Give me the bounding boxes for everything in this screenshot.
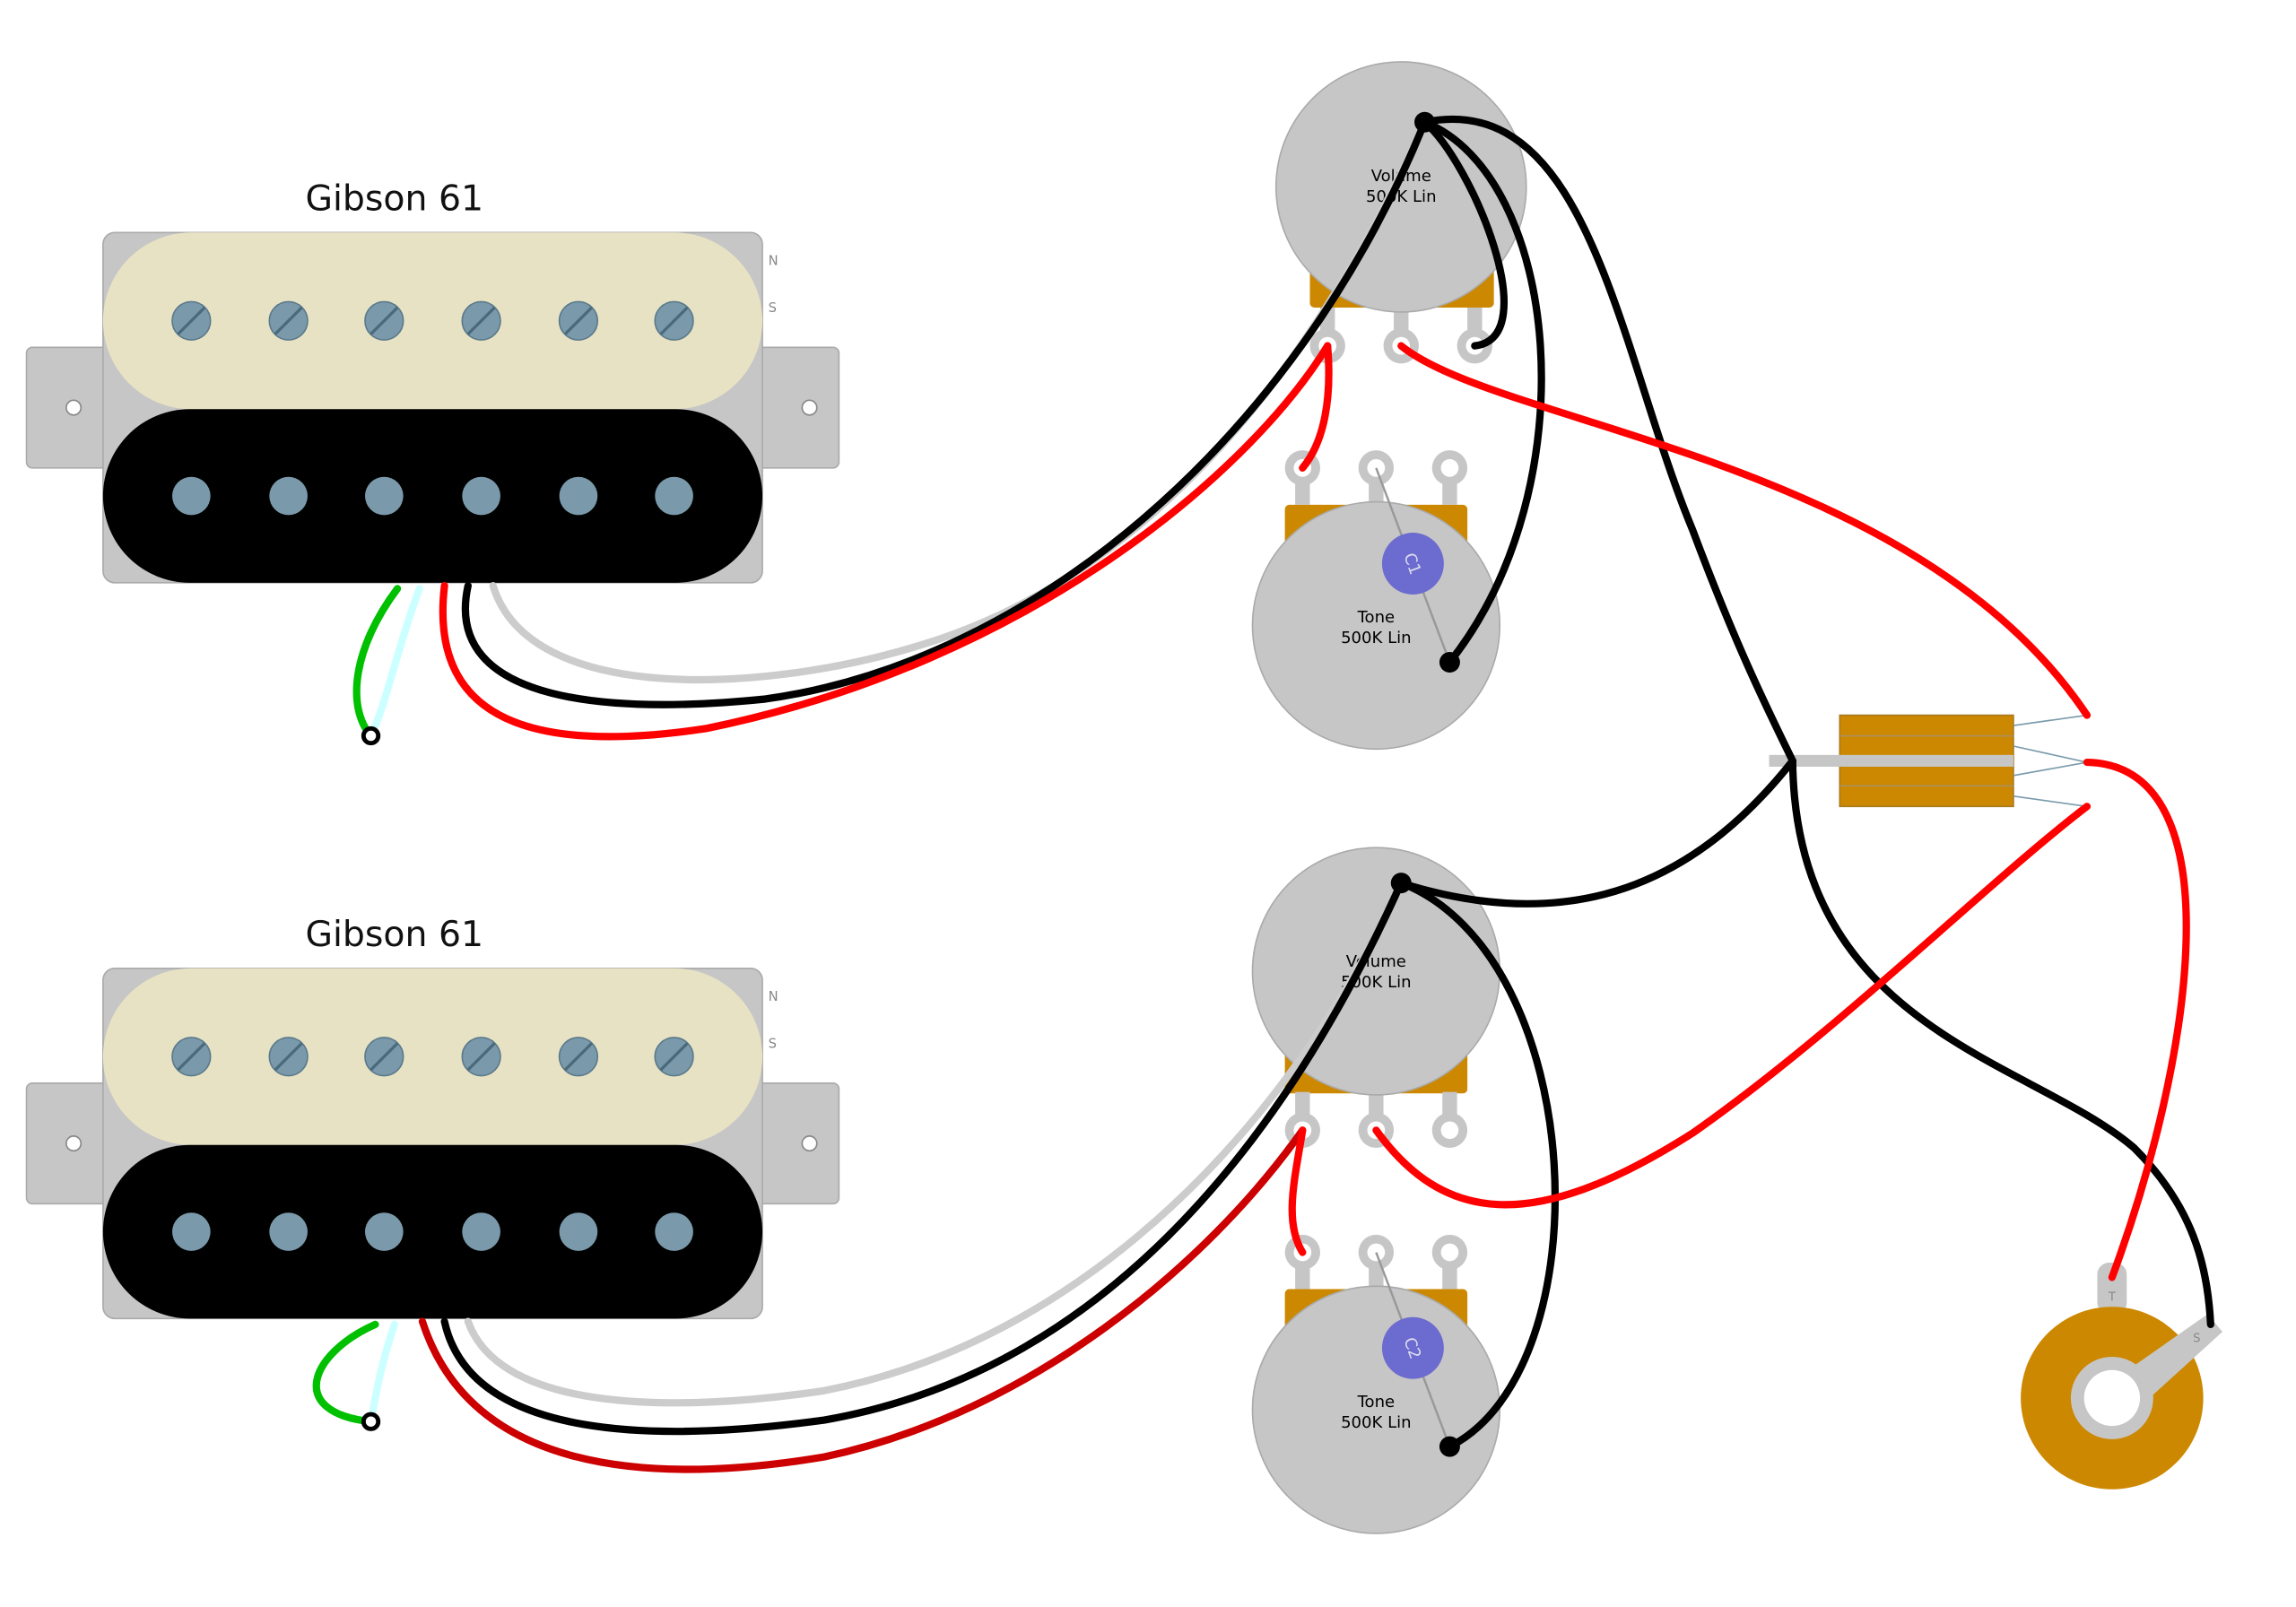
wire-black [1421, 118, 1509, 350]
pot-value: 500K Lin [1366, 187, 1437, 206]
slug-pole [172, 476, 211, 516]
screw-slot [177, 1042, 206, 1072]
tip-lug [2097, 1263, 2127, 1315]
ground-junction [361, 1412, 381, 1431]
jack-hole [2083, 1369, 2141, 1427]
south-label: S [769, 1036, 777, 1051]
solder-joint [1439, 651, 1460, 673]
pickup-title: Gibson 61 [305, 914, 483, 955]
wire-black [1397, 757, 1796, 908]
screw-hole [65, 1135, 83, 1152]
pot-label: Tone [1357, 608, 1396, 627]
wire-black [1788, 757, 2214, 1329]
wire-cyan [367, 1320, 398, 1426]
slug-pole [269, 1212, 308, 1251]
screw-slot [659, 1042, 689, 1072]
solder-joint [1390, 873, 1412, 894]
lug-hole [1440, 459, 1459, 477]
wire-cyan [367, 585, 423, 740]
wire-red [1288, 1126, 1307, 1256]
wire-bare [464, 879, 1405, 1407]
black-bobbin [102, 1144, 763, 1319]
cream-bobbin [102, 232, 763, 410]
wire-green [312, 1320, 379, 1426]
screw-hole [65, 399, 83, 416]
pot-label: Tone [1357, 1393, 1396, 1412]
pot-value: 500K Lin [1341, 1413, 1412, 1432]
slug-pole [269, 476, 308, 516]
volume-pot-2[interactable]: Volume 500K Lin [1251, 847, 1501, 1148]
capacitor-c2 [1381, 1316, 1444, 1379]
slug-pole [462, 1212, 500, 1251]
screw-hole [801, 399, 818, 416]
volume-pot-1[interactable]: Volume 500K Lin [1274, 61, 1527, 364]
cream-bobbin [102, 968, 763, 1145]
slug-pole [655, 1212, 693, 1251]
wire-red [1372, 803, 2092, 1209]
wire-red [1397, 342, 2092, 719]
slug-pole [364, 476, 404, 516]
capacitor-c1 [1381, 533, 1444, 595]
screw-hole [801, 1135, 818, 1152]
pickup-title: Gibson 61 [305, 178, 483, 220]
screw-slot [563, 306, 593, 335]
south-label: S [769, 300, 777, 316]
wire-black [1397, 879, 1559, 1451]
tone-pot-1[interactable]: Tone 500K Lin C1 [1251, 450, 1501, 751]
screw-slot [659, 306, 689, 335]
tip-label: T [2108, 1291, 2117, 1305]
black-bobbin [102, 409, 763, 583]
screw-slot [370, 306, 399, 335]
wires [312, 111, 2214, 1473]
screw-slot [177, 306, 206, 335]
slug-pole [172, 1212, 211, 1251]
wire-black [462, 118, 1429, 708]
north-label: N [769, 989, 778, 1004]
sleeve-label: S [2193, 1333, 2200, 1346]
pickup-bridge: Gibson 61 N S [25, 914, 840, 1320]
pickup-neck: Gibson 61 N S [25, 178, 840, 584]
screw-slot [274, 306, 303, 335]
solder-joint [1414, 111, 1435, 133]
wire-black [1421, 118, 1545, 666]
wire-red [1299, 342, 1333, 472]
lug-hole [1440, 1121, 1459, 1140]
switch-shaft [1769, 754, 2013, 767]
slug-pole [462, 476, 500, 516]
wire-black [440, 879, 1405, 1436]
toggle-switch[interactable] [1769, 714, 2088, 808]
wire-red [2083, 758, 2190, 1281]
ground-junction [361, 725, 381, 746]
switch-leads [2013, 714, 2088, 808]
tone-pot-2[interactable]: Tone 500K Lin C2 [1251, 1234, 1501, 1534]
north-label: N [769, 253, 778, 268]
pot-value: 500K Lin [1341, 629, 1412, 647]
screw-slot [370, 1042, 399, 1072]
screw-slot [466, 306, 496, 335]
screw-slot [274, 1042, 303, 1072]
wire-red [439, 342, 1332, 741]
pot-body [1274, 61, 1527, 313]
screw-slot [466, 1042, 496, 1072]
wire-green [352, 585, 402, 740]
slug-pole [364, 1212, 404, 1251]
slug-pole [559, 1212, 598, 1251]
wire-red [418, 1126, 1307, 1473]
screw-slot [563, 1042, 593, 1072]
slug-pole [559, 476, 598, 516]
solder-joint [1439, 1436, 1460, 1457]
lug-hole [1367, 1243, 1386, 1262]
output-jack[interactable]: T S [2021, 1263, 2222, 1490]
slug-pole [655, 476, 693, 516]
lug-hole [1440, 1243, 1459, 1262]
